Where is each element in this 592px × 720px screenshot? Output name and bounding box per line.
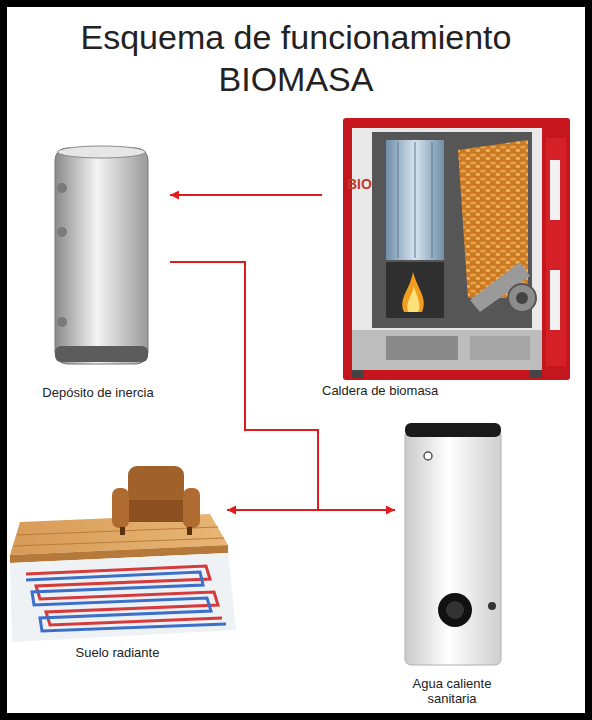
component-label: Caldera de biomasa: [322, 383, 578, 398]
biomass-boiler: [402, 272, 424, 312]
brand-text: BIO: [347, 176, 372, 192]
underfloor-heating: [183, 488, 200, 528]
underfloor-heating: [10, 553, 236, 642]
component-node: Caldera de biomasa: [322, 112, 578, 398]
biomass-boiler: [352, 370, 364, 378]
hot-water-tank: [438, 593, 472, 627]
underfloor-heating: [26, 572, 226, 631]
biomass-boiler: [546, 138, 566, 366]
biomass-boiler: [352, 128, 542, 370]
component-node: Agua caliente sanitaria: [395, 418, 509, 706]
underfloor-heating: [112, 488, 129, 528]
biomass-boiler: [343, 118, 570, 380]
buffer-tank: [55, 148, 148, 364]
underfloor-heating: [187, 527, 192, 535]
hot-water-tank: [424, 452, 432, 460]
underfloor-heating: [120, 527, 125, 535]
biomass-boiler: [432, 142, 433, 258]
biomass-boiler: [343, 118, 570, 380]
underfloor-heating: [10, 466, 236, 642]
component-label: Agua caliente sanitaria: [395, 676, 509, 706]
buffer-tank: [57, 317, 67, 327]
hot-water-tank: [488, 602, 496, 610]
component-node: Depósito de inercia: [26, 140, 170, 400]
component-node: Suelo radiante: [8, 465, 227, 660]
biomass-boiler: [516, 292, 528, 304]
biomass-boiler: [415, 142, 416, 258]
buffer-tank: [55, 346, 148, 362]
biomass-boiler: [530, 370, 542, 378]
biomass-boiler: [386, 262, 444, 318]
component-label: Depósito de inercia: [26, 385, 170, 400]
flow-arrow: [170, 194, 322, 196]
biomass-boiler: [508, 284, 536, 312]
component-label: Suelo radiante: [8, 645, 227, 660]
underfloor-heating: [17, 527, 218, 535]
diagram-title: Esquema de funcionamiento BIOMASA: [40, 16, 552, 100]
underfloor-heating: [120, 500, 192, 522]
hot-water-tank: [405, 423, 501, 665]
biomass-boiler: [386, 336, 458, 360]
buffer-tank: [57, 227, 67, 237]
hot-water-tank: [405, 423, 501, 437]
buffer-tank: [58, 146, 146, 158]
buffer-tank: [57, 183, 67, 193]
biomass-boiler: [550, 270, 560, 330]
underfloor-heating: [13, 538, 224, 546]
biomass-boiler: [407, 286, 419, 312]
hot-water-tank: [405, 430, 501, 665]
biomass-boiler: [352, 330, 542, 370]
buffer-tank: [55, 146, 148, 364]
hot-water-tank: [446, 601, 464, 619]
biomass-boiler: [550, 160, 560, 220]
biomass-boiler: [470, 336, 530, 360]
biomass-boiler: [386, 140, 444, 260]
biomass-boiler: [398, 142, 399, 258]
